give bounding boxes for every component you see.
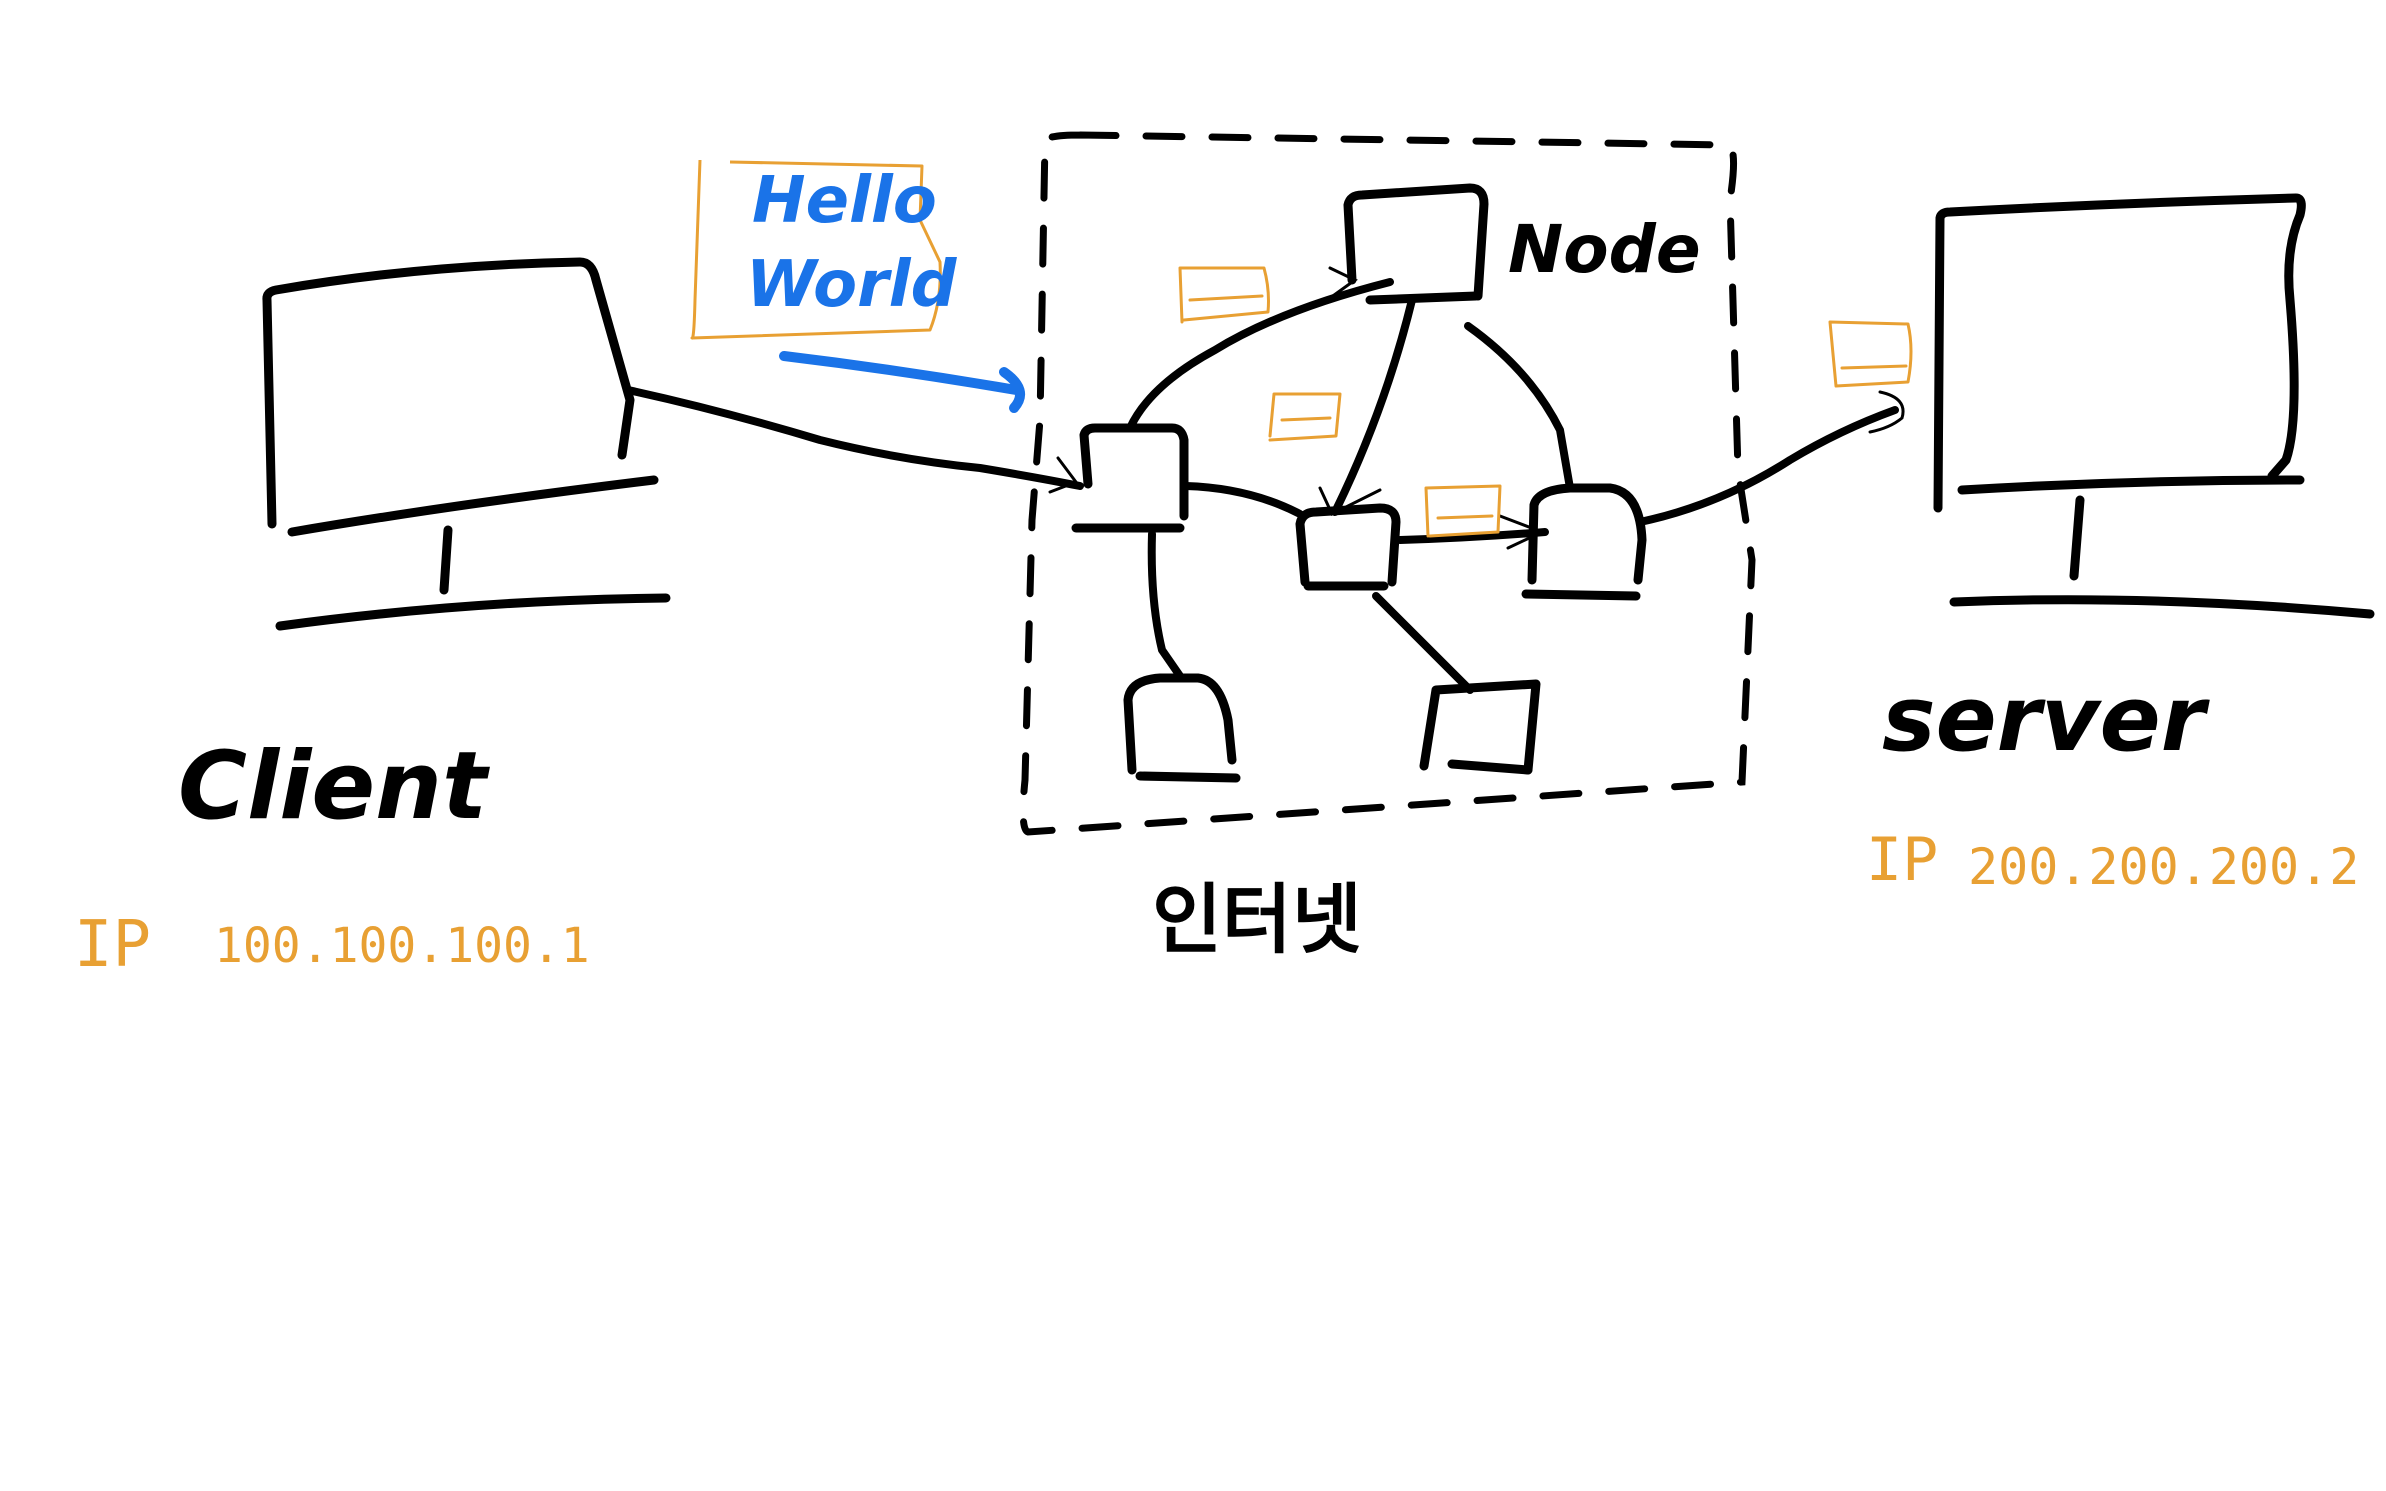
link-arrowheads — [1048, 266, 1905, 550]
link-entry-to-top — [1126, 278, 1394, 432]
client-label: Client — [178, 732, 490, 841]
server-base — [1949, 595, 2375, 619]
client-computer-icon — [262, 257, 671, 631]
message-arrow — [779, 351, 1026, 413]
server-ip-value: 200.200.200.2 — [1968, 838, 2359, 896]
node-label: Node — [1508, 211, 1701, 288]
link-entry-to-center — [1182, 482, 1304, 518]
link-center-to-bottom-middle — [1372, 592, 1474, 694]
packet-icon — [1268, 392, 1342, 442]
internet-nodes — [1071, 183, 1647, 783]
server-ip-prefix: IP — [1866, 825, 1938, 895]
server-computer-icon — [1933, 193, 2375, 619]
client-monitor — [262, 257, 635, 529]
internet-boundary — [1019, 131, 1756, 836]
node-center-icon — [1295, 503, 1401, 591]
client-ip-value: 100.100.100.1 — [214, 918, 590, 974]
link-center-to-right — [1396, 528, 1549, 544]
message-note-border — [690, 159, 942, 340]
server-stand — [2069, 495, 2085, 581]
client-stand — [439, 525, 453, 595]
arrowhead-server — [1868, 390, 1905, 434]
node-top-icon — [1343, 183, 1489, 305]
link-top-to-center — [1331, 296, 1416, 516]
client-monitor-bottom — [287, 475, 659, 537]
node-right-icon — [1521, 483, 1647, 601]
link-right-to-server — [1636, 406, 1899, 526]
packet-icon — [1828, 320, 1913, 388]
packet-icon — [1178, 266, 1270, 324]
client-base — [275, 593, 671, 631]
server-monitor-bottom — [1957, 475, 2305, 495]
arrowhead-right-node — [1498, 514, 1546, 550]
server-monitor — [1933, 193, 2306, 513]
message-line-2: World — [746, 248, 958, 322]
node-bottom-left-icon — [1123, 673, 1241, 783]
node-entry-icon — [1071, 423, 1189, 533]
arrowhead-client-entry — [1048, 456, 1079, 494]
packet-icon — [1424, 484, 1502, 538]
client-ip-prefix: IP — [74, 908, 151, 982]
internet-label: 인터넷 — [1152, 875, 1362, 964]
packets — [1178, 266, 1913, 538]
node-bottom-middle-icon — [1419, 679, 1541, 775]
link-entry-to-bottom-left — [1147, 530, 1184, 680]
message-note: Hello World — [690, 159, 1026, 413]
server-label: server — [1882, 667, 2211, 772]
link-top-to-right — [1464, 322, 1574, 492]
link-client-to-entry — [624, 386, 1084, 490]
network-links — [624, 278, 1899, 694]
message-line-1: Hello — [752, 164, 937, 238]
